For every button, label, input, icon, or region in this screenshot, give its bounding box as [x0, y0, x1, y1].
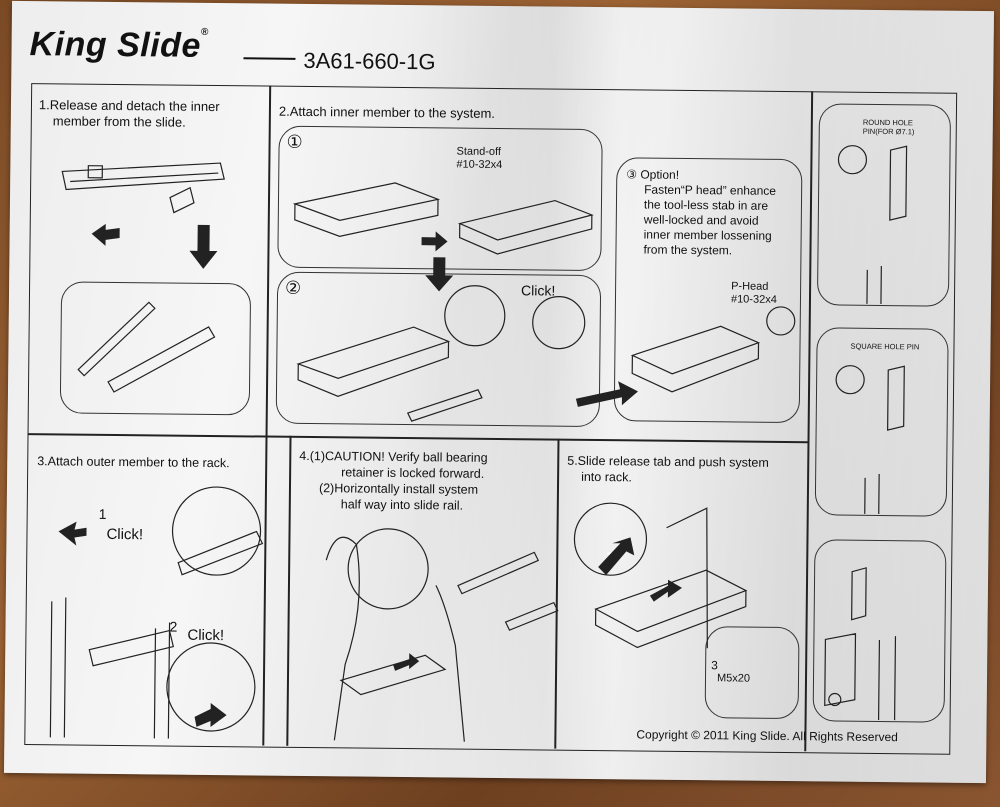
- step-2-right-arrow: [421, 231, 448, 252]
- option-insert-arrow: [575, 381, 639, 407]
- step-1-left-arrow: [91, 223, 120, 246]
- line-art-illustrations: [49, 145, 908, 742]
- step-5-tab-arrow: [598, 537, 635, 576]
- instruction-sheet: King Slide® 3A61-660-1G 1.Release and de…: [3, 0, 995, 784]
- copyright-notice: Copyright © 2011 King Slide. All Rights …: [636, 727, 898, 745]
- step-3-push-arrow: [194, 702, 227, 727]
- step-5-push-arrow: [649, 579, 682, 602]
- direction-arrows: [58, 223, 682, 727]
- step-2-down-arrow: [425, 257, 454, 292]
- rail-drawings: [49, 145, 908, 742]
- step-3-left-arrow: [58, 521, 87, 546]
- step-1-down-arrow: [189, 224, 218, 269]
- step-4-push-arrow: [393, 653, 420, 671]
